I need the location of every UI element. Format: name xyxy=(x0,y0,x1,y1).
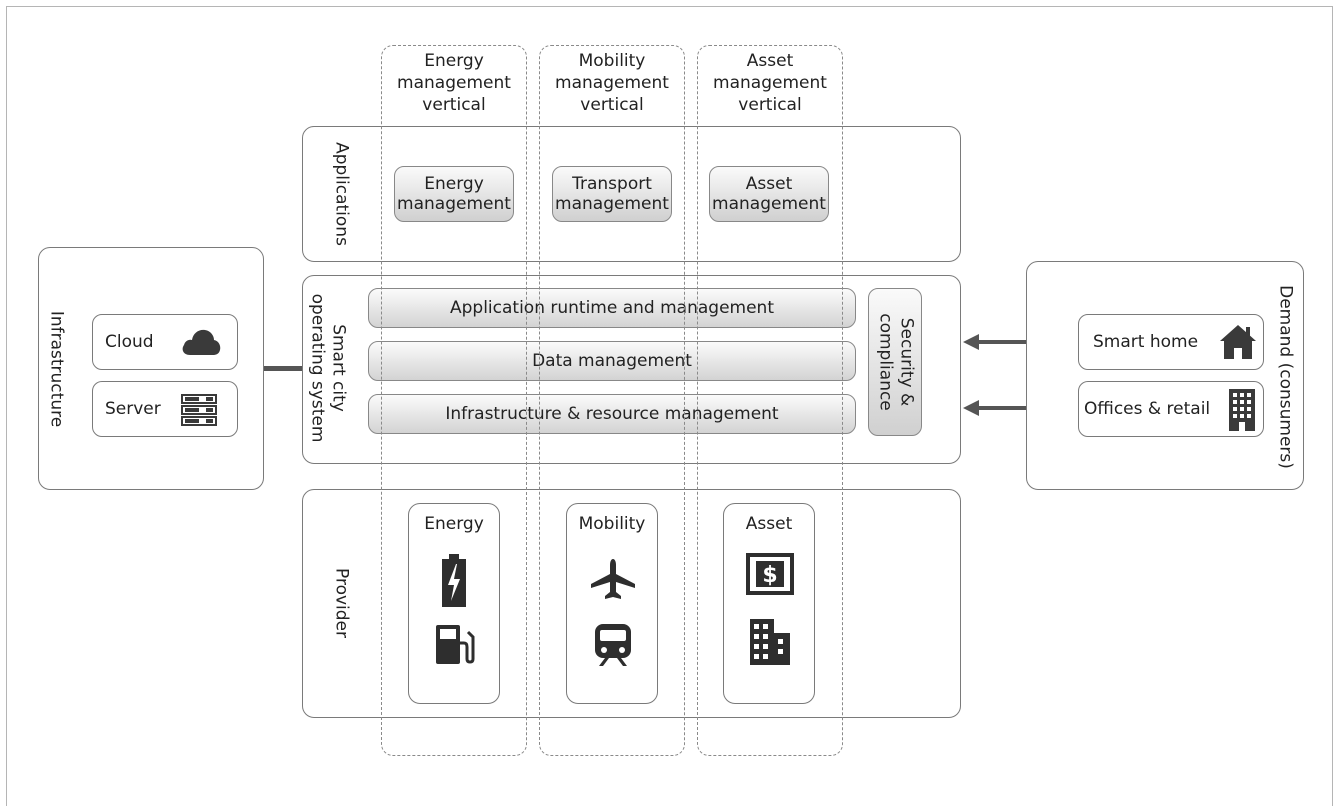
provider-mobility: Mobility xyxy=(566,503,658,704)
airplane-icon xyxy=(591,559,635,599)
os-label-line2: operating system xyxy=(307,293,327,443)
infrastructure-connector xyxy=(264,366,304,371)
asset-vertical-title-line3: vertical xyxy=(738,94,802,115)
smart-home-label: Smart home xyxy=(1093,332,1199,352)
os-label: Smart city operating system xyxy=(306,293,349,443)
mobility-vertical-title-line2: management xyxy=(555,72,669,93)
asset-vertical-title: Asset management vertical xyxy=(700,51,840,116)
house-icon xyxy=(1220,325,1256,359)
energy-vertical xyxy=(381,45,527,756)
energy-management-app-line1: Energy xyxy=(424,173,484,194)
offices-retail-label: Offices & retail xyxy=(1084,399,1211,419)
asset-management-app-line2: management xyxy=(712,194,826,214)
building-icon xyxy=(750,619,790,665)
fuel-pump-icon xyxy=(436,625,475,664)
transport-management-app-line2: management xyxy=(555,194,669,214)
energy-vertical-title-line1: Energy xyxy=(424,51,484,71)
provider-energy: Energy xyxy=(408,503,500,704)
transport-management-app-line1: Transport xyxy=(572,173,652,194)
battery-icon xyxy=(442,554,466,607)
data-management-bar: Data management xyxy=(368,341,856,381)
application-runtime-bar: Application runtime and management xyxy=(368,288,856,328)
provider-asset-label: Asset xyxy=(745,514,793,534)
demand-label: Demand (consumers) xyxy=(1275,285,1296,469)
energy-management-app-line2: management xyxy=(397,194,511,214)
asset-management-app-line1: Asset xyxy=(745,173,793,194)
asset-vertical-title-line1: Asset xyxy=(746,51,794,71)
energy-vertical-title: Energy management vertical xyxy=(384,51,524,116)
train-icon xyxy=(595,624,631,666)
asset-management-app: Asset management xyxy=(709,166,829,222)
provider-energy-label: Energy xyxy=(424,514,484,534)
energy-vertical-title-line3: vertical xyxy=(422,94,486,115)
security-compliance-line2: compliance xyxy=(875,313,895,411)
infrastructure-panel: Infrastructure Cloud Server xyxy=(38,247,264,490)
os-label-line1: Smart city xyxy=(328,324,349,412)
mobility-vertical xyxy=(539,45,685,756)
security-compliance-block: Security & compliance xyxy=(868,288,922,436)
energy-management-app: Energy management xyxy=(394,166,514,222)
smart-home-item: Smart home xyxy=(1078,314,1264,370)
money-icon: $ xyxy=(746,553,794,595)
infrastructure-label: Infrastructure xyxy=(46,310,67,428)
server-label: Server xyxy=(105,399,161,419)
asset-vertical xyxy=(697,45,843,756)
cloud-label: Cloud xyxy=(105,332,154,352)
provider-asset: Asset $ xyxy=(723,503,815,704)
server-item: Server xyxy=(92,381,238,437)
energy-vertical-title-line2: management xyxy=(397,72,511,93)
provider-mobility-label: Mobility xyxy=(578,514,646,534)
office-building-icon xyxy=(1229,389,1255,431)
svg-text:$: $ xyxy=(762,563,777,588)
mobility-vertical-title-line3: vertical xyxy=(580,94,644,115)
mobility-vertical-title: Mobility management vertical xyxy=(542,51,682,116)
cloud-icon xyxy=(182,329,221,355)
transport-management-app: Transport management xyxy=(552,166,672,222)
applications-label: Applications xyxy=(331,142,352,246)
security-compliance-label: Security & compliance xyxy=(874,313,917,411)
server-icon xyxy=(181,394,217,426)
infrastructure-resource-bar: Infrastructure & resource management xyxy=(368,394,856,434)
asset-vertical-title-line2: management xyxy=(713,72,827,93)
demand-panel: Demand (consumers) Smart home Offices & … xyxy=(1026,261,1304,490)
offices-retail-item: Offices & retail xyxy=(1078,381,1264,437)
figure-frame xyxy=(6,6,1333,806)
mobility-vertical-title-line1: Mobility xyxy=(578,51,646,71)
cloud-item: Cloud xyxy=(92,314,238,370)
security-compliance-line1: Security & xyxy=(896,317,917,407)
provider-label: Provider xyxy=(331,568,352,638)
